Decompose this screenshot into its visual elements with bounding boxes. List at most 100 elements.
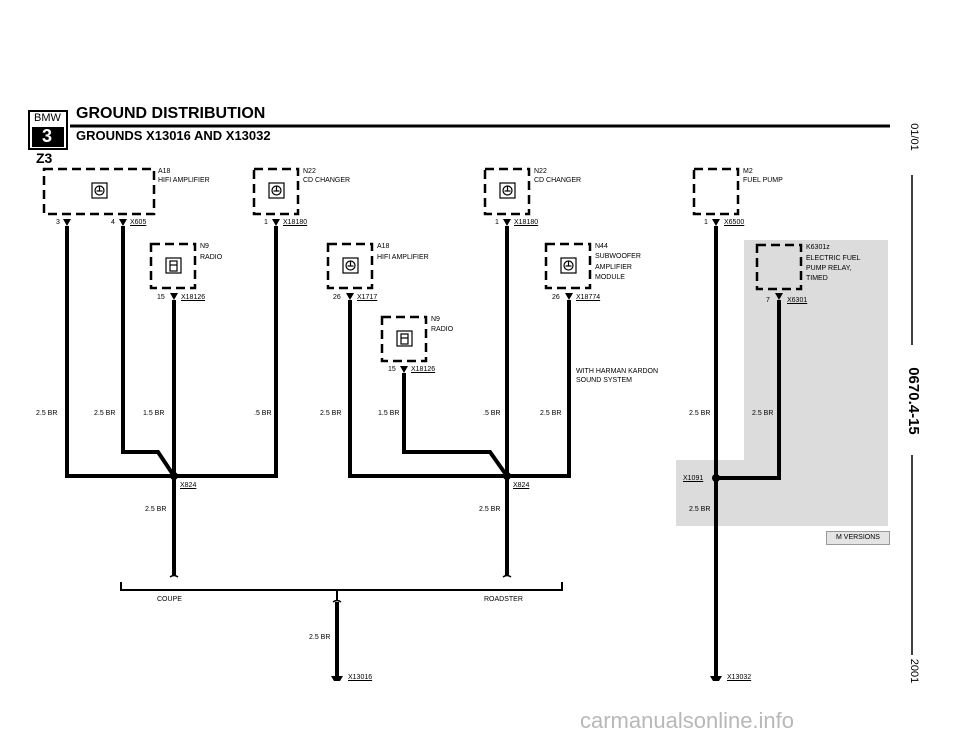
splice-label: X1091	[683, 475, 704, 482]
wire	[174, 226, 278, 478]
a18-amp-box-1	[42, 167, 156, 216]
wire-label: 2.5 BR	[94, 410, 116, 417]
pin-marker	[400, 366, 408, 373]
page-subtitle: GROUNDS X13016 AND X13032	[76, 128, 271, 143]
n44-id: N44	[595, 243, 608, 250]
wire-label: 1.5 BR	[143, 410, 165, 417]
n22-cd-box-1	[252, 167, 300, 216]
connector-name: X1717	[357, 294, 378, 301]
n9-1-name: RADIO	[200, 254, 223, 261]
connector-name: X18180	[283, 219, 308, 226]
splice-dot	[712, 474, 720, 482]
wire-label: .5 BR	[483, 410, 501, 417]
n9-radio-box-1	[149, 242, 197, 290]
logo-brand: BMW	[34, 112, 61, 124]
wire	[402, 373, 509, 478]
n22-1-name: CD CHANGER	[303, 177, 351, 184]
wire-label: 2.5 BR	[689, 410, 711, 417]
connector-pin: 26	[333, 294, 341, 301]
connector-pin: 7	[766, 297, 770, 304]
pin-marker	[503, 219, 511, 226]
connector-name: X6301	[787, 297, 808, 304]
wire-label: 2.5 BR	[145, 506, 167, 513]
break-mark	[169, 574, 179, 578]
pin-marker	[346, 293, 354, 300]
connector-name: X605	[130, 219, 147, 226]
splice-dot	[503, 472, 511, 480]
m-versions-region	[676, 240, 888, 526]
wire	[121, 226, 176, 478]
option-bracket	[120, 582, 563, 591]
n44-name-2: AMPLIFIER	[595, 264, 632, 271]
wire-label: 2.5 BR	[479, 506, 501, 513]
roadster-label: ROADSTER	[484, 596, 523, 603]
side-year: 2001	[908, 658, 920, 684]
connector-pin: 15	[388, 366, 396, 373]
wire	[348, 300, 507, 478]
wire	[716, 300, 781, 480]
a18-1-id: A18	[158, 168, 171, 175]
model-label: Z3	[36, 150, 53, 166]
n22-2-id: N22	[534, 168, 547, 175]
connector-pin: 3	[56, 219, 60, 226]
pin-marker	[170, 293, 178, 300]
ground-label: X13016	[348, 674, 373, 681]
pin-marker	[712, 219, 720, 226]
wire	[507, 300, 571, 478]
ground-icon	[710, 676, 722, 681]
radio-icon	[165, 257, 182, 274]
k6301z-id: K6301z	[806, 244, 830, 251]
a18-1-name: HIFI AMPLIFIER	[158, 177, 210, 184]
m-versions-badge: M VERSIONS	[826, 531, 890, 545]
wire-label: 1.5 BR	[378, 410, 400, 417]
connector-name: X18774	[576, 294, 601, 301]
page-title: GROUND DISTRIBUTION	[76, 105, 266, 122]
harman-note-1: WITH HARMAN KARDON	[576, 368, 659, 375]
wire-label: 2.5 BR	[689, 506, 711, 513]
connector-pin: 26	[552, 294, 560, 301]
a18-2-name: HIFI AMPLIFIER	[377, 254, 429, 261]
n22-2-name: CD CHANGER	[534, 177, 582, 184]
n9-2-id: N9	[431, 316, 440, 323]
wire-label: 2.5 BR	[540, 410, 562, 417]
connector-name: X18180	[514, 219, 539, 226]
radio-icon	[396, 330, 413, 347]
connector-pin: 4	[111, 219, 115, 226]
ground-icon	[342, 257, 359, 274]
connector-name: X18126	[411, 366, 436, 373]
bmw-3-series-logo: BMW 3	[28, 110, 68, 150]
k6301z-relay-box	[755, 243, 803, 291]
pin-marker	[119, 219, 127, 226]
ground-icon	[91, 182, 108, 199]
break-mark	[332, 599, 342, 603]
m2-fuel-pump-box	[692, 167, 740, 216]
n22-cd-box-2	[483, 167, 531, 216]
n44-name-1: SUBWOOFER	[595, 253, 641, 260]
a18-amp-box-2	[326, 242, 374, 290]
break-mark	[502, 574, 512, 578]
connector-name: X6500	[724, 219, 745, 226]
splice-dot	[170, 472, 178, 480]
k6301z-name-3: TIMED	[806, 275, 828, 282]
a18-2-id: A18	[377, 243, 390, 250]
connector-pin: 1	[704, 219, 708, 226]
coupe-label: COUPE	[157, 596, 182, 603]
ground-icon	[331, 676, 343, 681]
wire	[65, 226, 174, 478]
n9-1-id: N9	[200, 243, 209, 250]
ground-icon	[499, 182, 516, 199]
harman-note-2: SOUND SYSTEM	[576, 377, 633, 384]
watermark: carmanualsonline.info	[580, 708, 795, 733]
connector-pin: 1	[264, 219, 268, 226]
n22-1-id: N22	[303, 168, 316, 175]
n9-radio-box-2	[380, 315, 428, 363]
logo-series: 3	[42, 126, 53, 146]
n9-2-name: RADIO	[431, 326, 454, 333]
pin-marker	[63, 219, 71, 226]
pin-marker	[565, 293, 573, 300]
m2-name: FUEL PUMP	[743, 177, 783, 184]
wire-label: 2.5 BR	[36, 410, 58, 417]
splice-label: X824	[180, 482, 197, 489]
ground-icon	[268, 182, 285, 199]
